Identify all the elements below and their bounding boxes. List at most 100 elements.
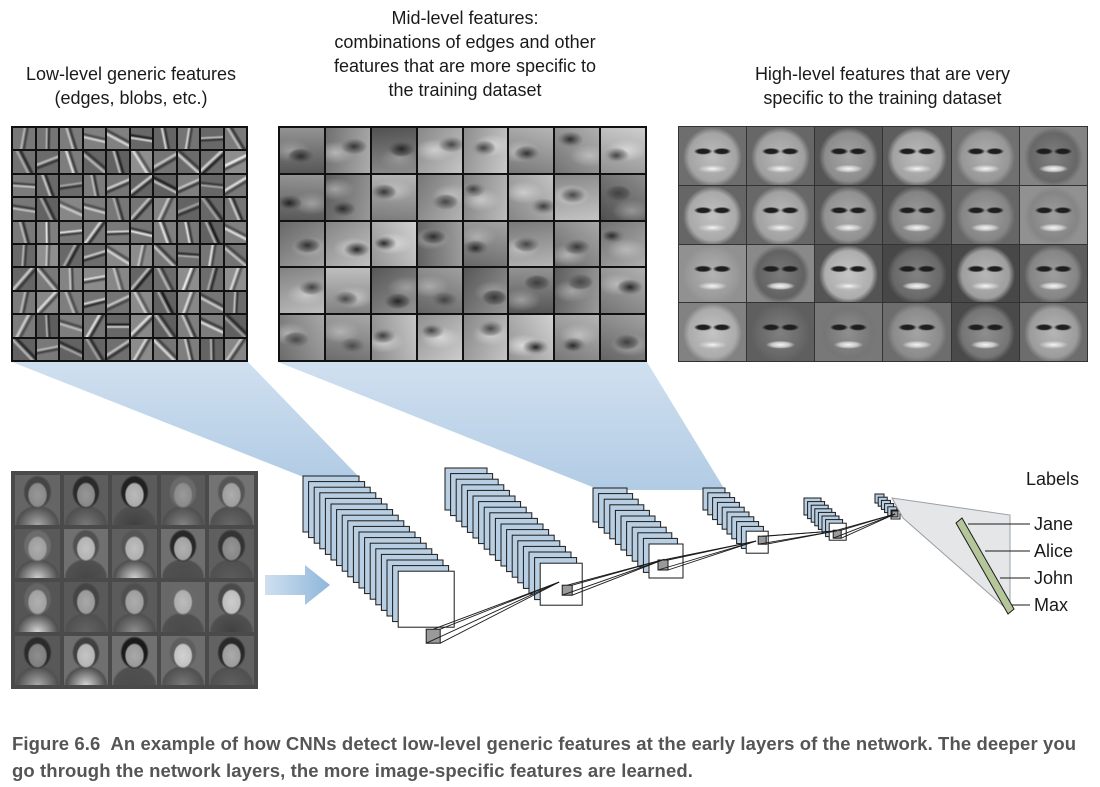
- edge-filter-tile: [107, 244, 129, 267]
- front-feature-map: [397, 570, 455, 628]
- edge-filter-tile: [224, 128, 246, 150]
- edge-filter-tile: [36, 315, 58, 337]
- edge-filter-tile: [13, 291, 35, 314]
- face-feature-tile: [951, 185, 1019, 244]
- mid-level-features-label: Mid-level features: combinations of edge…: [290, 6, 640, 102]
- connection-line: [433, 581, 560, 630]
- edge-filter-tile: [60, 268, 82, 290]
- edge-filter-tile: [83, 291, 105, 314]
- input-face-photo: [160, 582, 206, 632]
- edge-filter-tile: [13, 338, 35, 360]
- face-part-tile: [555, 221, 600, 267]
- edge-filter-tile: [83, 151, 105, 173]
- edge-filter-tile: [13, 198, 35, 220]
- face-feature-tile: [883, 185, 951, 244]
- input-face-photo: [63, 475, 109, 525]
- face-feature-tile: [679, 185, 747, 244]
- face-feature-tile: [883, 127, 951, 185]
- edge-filter-tile: [224, 244, 246, 267]
- edge-filter-tile: [36, 174, 58, 197]
- face-part-tile: [280, 221, 324, 267]
- edge-filter-tile: [154, 315, 176, 337]
- conv-layer-1: [302, 475, 455, 644]
- face-part-tile: [601, 221, 645, 267]
- input-face-photo: [15, 475, 60, 525]
- face-part-tile: [463, 268, 508, 314]
- edge-filter-tile: [60, 151, 82, 173]
- high-label-line-1: High-level features that are very: [754, 64, 1011, 84]
- edge-filter-tile: [177, 151, 199, 173]
- face-feature-tile: [951, 127, 1019, 185]
- edge-filter-tile: [83, 128, 105, 150]
- edge-filter-tile: [201, 338, 223, 360]
- edge-filter-tile: [224, 174, 246, 197]
- edge-filter-tile: [83, 221, 105, 243]
- edge-filter-tile: [107, 174, 129, 197]
- face-part-tile: [325, 315, 370, 360]
- face-feature-tile: [747, 303, 815, 361]
- edge-filter-tile: [83, 198, 105, 220]
- face-feature-tile: [951, 244, 1019, 303]
- edge-filter-tile: [13, 128, 35, 150]
- connection-line: [439, 581, 560, 644]
- edge-filter-tile: [130, 338, 152, 360]
- face-feature-tile: [747, 127, 815, 185]
- caption-text: An example of how CNNs detect low-level …: [12, 733, 1077, 781]
- edge-filter-tile: [36, 268, 58, 290]
- face-part-tile: [280, 128, 324, 173]
- face-part-tile: [417, 174, 462, 220]
- face-part-tile: [601, 128, 645, 173]
- edge-filter-tile: [130, 174, 152, 197]
- mid-level-projection: [278, 362, 725, 490]
- conv-layer-6: [874, 493, 901, 520]
- input-arrow: [265, 565, 330, 605]
- edge-filter-tile: [130, 291, 152, 314]
- edge-filter-tile: [177, 128, 199, 150]
- face-part-tile: [280, 268, 324, 314]
- low-label-line-1: Low-level generic features: [25, 64, 237, 84]
- edge-filter-tile: [177, 244, 199, 267]
- input-face-photo: [63, 528, 109, 578]
- input-face-photo: [160, 635, 206, 685]
- edge-filter-tile: [177, 174, 199, 197]
- edge-filter-tile: [60, 291, 82, 314]
- face-part-tile: [417, 315, 462, 360]
- edge-filter-tile: [130, 198, 152, 220]
- edge-filter-tile: [13, 244, 35, 267]
- edge-filter-tile: [224, 198, 246, 220]
- connections-4-5: [758, 530, 837, 545]
- edge-filter-tile: [107, 221, 129, 243]
- edge-filter-tile: [83, 268, 105, 290]
- connection-line: [572, 558, 665, 596]
- edge-filter-tile: [83, 338, 105, 360]
- input-face-photo: [209, 528, 254, 578]
- receptive-field-box: [425, 628, 441, 644]
- face-part-tile: [325, 268, 370, 314]
- edge-filter-tile: [36, 198, 58, 220]
- face-feature-tile: [951, 303, 1019, 361]
- high-label-line-2: specific to the training dataset: [763, 88, 1002, 108]
- edge-filter-tile: [154, 221, 176, 243]
- face-part-tile: [555, 128, 600, 173]
- face-part-tile: [463, 174, 508, 220]
- conv-layer-2: [444, 467, 583, 606]
- edge-filter-tile: [36, 244, 58, 267]
- face-part-tile: [555, 315, 600, 360]
- edge-filter-tile: [130, 151, 152, 173]
- edge-filter-tile: [83, 174, 105, 197]
- face-part-tile: [601, 268, 645, 314]
- input-face-photo: [15, 528, 60, 578]
- face-part-tile: [280, 315, 324, 360]
- connection-line: [567, 558, 665, 586]
- input-face-photo: [209, 582, 254, 632]
- label-max: Max: [1034, 595, 1069, 615]
- conv-layer-5: [803, 497, 847, 541]
- face-feature-tile: [679, 303, 747, 361]
- input-face-photo: [112, 582, 157, 632]
- face-part-tile: [371, 268, 416, 314]
- face-part-tile: [417, 268, 462, 314]
- label-alice: Alice: [1034, 541, 1074, 561]
- connection-line: [758, 530, 837, 545]
- face-part-tile: [509, 174, 554, 220]
- edge-filter-tile: [130, 268, 152, 290]
